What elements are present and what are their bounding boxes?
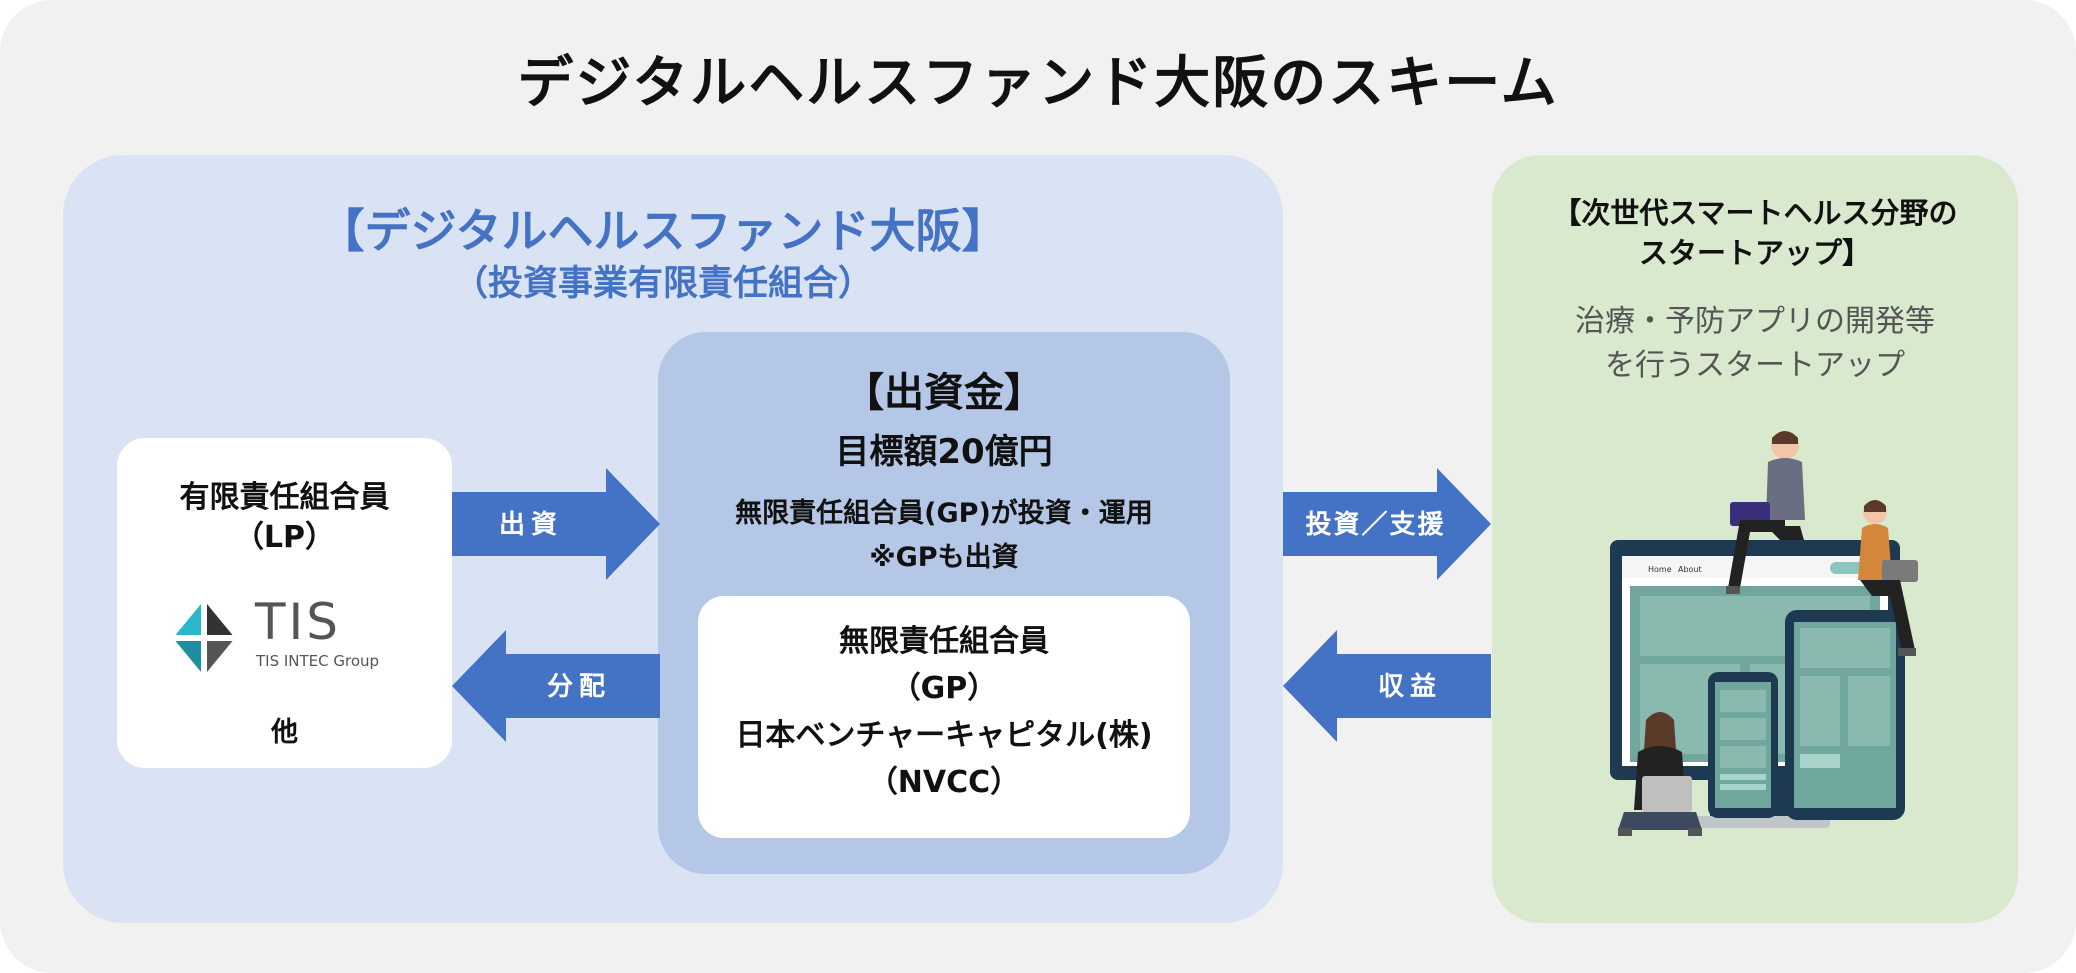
- startup-desc-line2: を行うスタートアップ: [1605, 348, 1905, 383]
- capital-target: 目標額20億円: [835, 432, 1053, 472]
- lp-other: 他: [271, 717, 298, 748]
- screen-nav-home: Home: [1648, 565, 1672, 574]
- capital-note-line2: ※GPも出資: [869, 542, 1019, 573]
- tis-logo-icon: [173, 604, 235, 672]
- capital-note-line1: 無限責任組合員(GP)が投資・運用: [735, 498, 1153, 529]
- lp-label-line2: （LP）: [233, 520, 336, 555]
- startup-title: 【次世代スマートヘルス分野の スタートアップ】: [1492, 193, 2018, 273]
- tis-logo-subtext: TIS INTEC Group: [256, 652, 380, 670]
- startup-title-line2: スタートアップ】: [1638, 236, 1871, 270]
- lp-label: 有限責任組合員 （LP）: [117, 478, 452, 558]
- lp-label-line1: 有限責任組合員: [179, 480, 390, 515]
- capital-title: 【出資金】: [844, 370, 1044, 416]
- capital-box: 【出資金】 目標額20億円 無限責任組合員(GP)が投資・運用 ※GPも出資 無…: [658, 332, 1230, 874]
- gp-line1: 無限責任組合員: [839, 624, 1049, 659]
- invest-capital-label: 出資: [498, 510, 563, 540]
- revenue-label: 収益: [1377, 672, 1442, 702]
- startup-description: 治療・予防アプリの開発等 を行うスタートアップ: [1492, 300, 2018, 388]
- fund-title: 【デジタルヘルスファンド大阪】: [318, 204, 1008, 258]
- startup-devices-illustration: Home About: [1610, 431, 1918, 836]
- startup-title-line1: 【次世代スマートヘルス分野の: [1552, 196, 1958, 230]
- gp-box: 無限責任組合員 （GP） 日本ベンチャーキャピタル(株) （NVCC）: [698, 596, 1190, 838]
- invest-support-label: 投資／支援: [1305, 510, 1446, 540]
- screen-nav-about: About: [1678, 565, 1702, 574]
- tis-logo-text: TIS: [255, 593, 342, 651]
- lp-box: 有限責任組合員 （LP） TIS TIS INTEC Group 他: [117, 438, 452, 768]
- revenue-arrow: [1283, 630, 1491, 742]
- person-sitting-icon: [1858, 500, 1918, 656]
- gp-line4: （NVCC）: [867, 765, 1021, 800]
- page-title: デジタルヘルスファンド大阪のスキーム: [517, 51, 1559, 116]
- capital-note: 無限責任組合員(GP)が投資・運用 ※GPも出資: [658, 492, 1230, 580]
- distribution-arrow: [452, 630, 660, 742]
- startup-desc-line1: 治療・予防アプリの開発等: [1575, 304, 1935, 339]
- person-front-icon: [1618, 712, 1702, 836]
- gp-line2: （GP）: [890, 671, 998, 706]
- invest-capital-arrow: [452, 468, 660, 580]
- person-laptop-icon: [1726, 431, 1805, 594]
- invest-support-arrow: [1283, 468, 1491, 580]
- distribution-label: 分配: [546, 672, 611, 702]
- fund-subtitle: （投資事業有限責任組合）: [452, 264, 873, 304]
- gp-text: 無限責任組合員 （GP） 日本ベンチャーキャピタル(株) （NVCC）: [698, 618, 1190, 806]
- gp-line3: 日本ベンチャーキャピタル(株): [735, 718, 1153, 753]
